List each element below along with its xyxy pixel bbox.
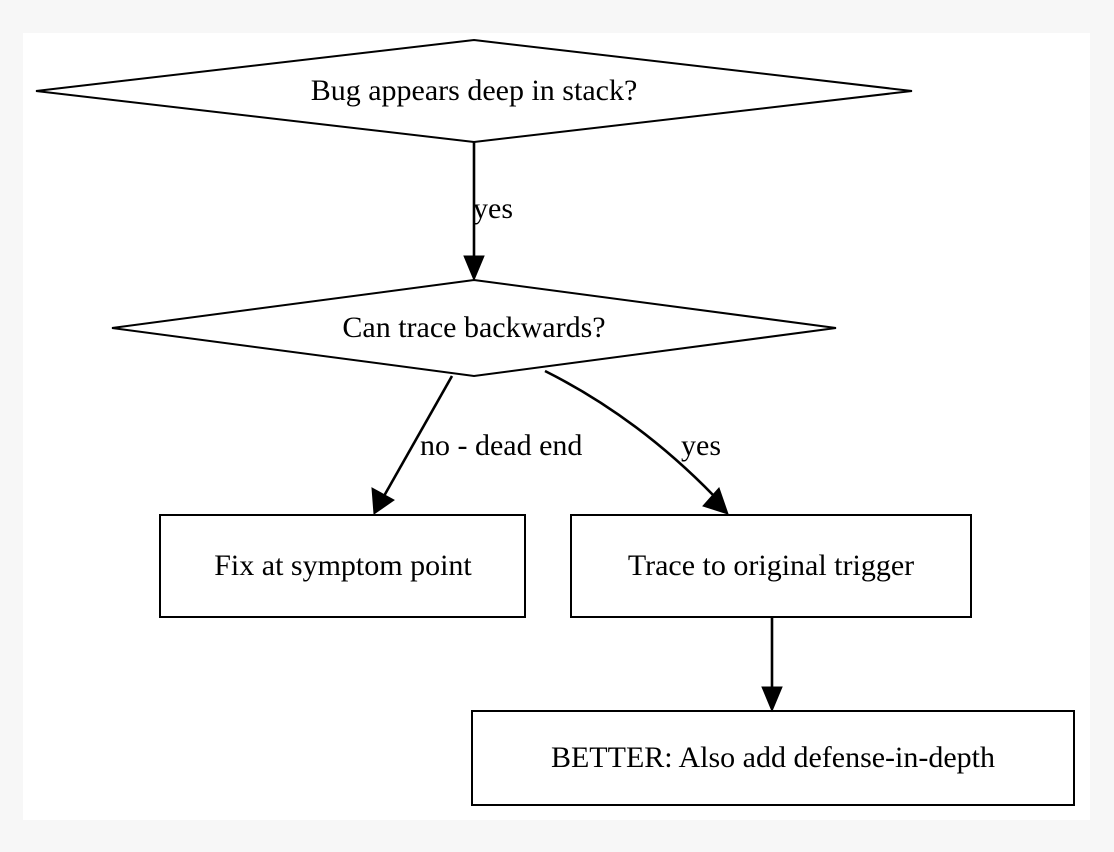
edge-label: yes	[681, 429, 721, 462]
arrow-head-icon	[463, 255, 485, 282]
node-label: Bug appears deep in stack?	[311, 74, 638, 107]
edge-trigger-to-better	[761, 617, 783, 713]
edge-path	[382, 375, 454, 497]
edge-trace-to-fix-symptom: no - dead end	[371, 375, 582, 515]
node-trace-to-original-trigger[interactable]: Trace to original trigger	[570, 514, 972, 618]
node-label: Trace to original trigger	[628, 549, 914, 582]
arrow-head-icon	[371, 487, 395, 515]
node-can-trace-backwards[interactable]: Can trace backwards?	[111, 278, 837, 378]
node-label: BETTER: Also add defense-in-depth	[551, 741, 995, 774]
diamond-shape	[111, 278, 837, 378]
node-label: Fix at symptom point	[214, 549, 472, 582]
edge-label: no - dead end	[420, 429, 582, 462]
rect-shape	[471, 710, 1075, 806]
edge-path	[544, 369, 715, 497]
node-fix-at-symptom-point[interactable]: Fix at symptom point	[159, 514, 526, 618]
node-label: Can trace backwards?	[342, 311, 605, 344]
arrow-head-icon	[702, 487, 729, 515]
node-better-also-add-defense-in-depth[interactable]: BETTER: Also add defense-in-depth	[471, 710, 1075, 806]
edge-trace-to-original-trigger: yes	[544, 369, 729, 515]
node-bug-appears-deep-in-stack[interactable]: Bug appears deep in stack?	[35, 38, 913, 144]
edge-bug-to-trace: yes	[463, 142, 513, 282]
rect-shape	[159, 514, 526, 618]
arrow-head-icon	[761, 686, 783, 713]
diagram-canvas	[23, 33, 1090, 820]
rect-shape	[570, 514, 972, 618]
edge-label: yes	[473, 192, 513, 225]
